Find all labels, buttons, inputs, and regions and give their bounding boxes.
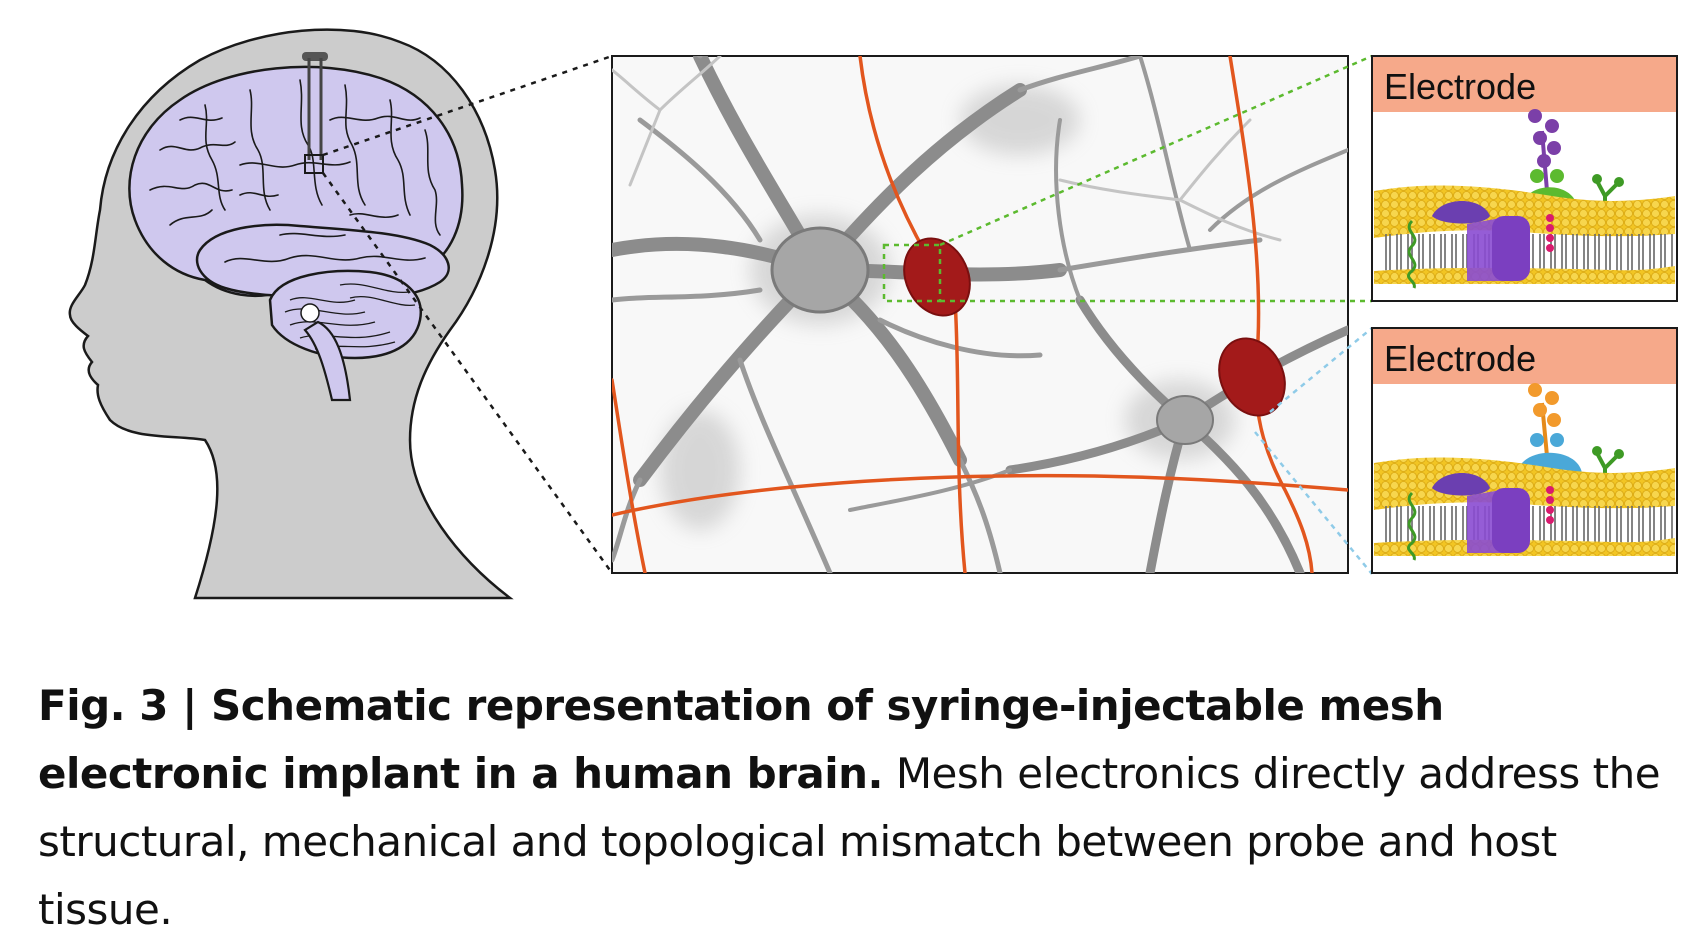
electrode-label: Electrode <box>1384 338 1536 379</box>
cell-membrane <box>1374 457 1675 561</box>
caption-body: Mesh electronics directly address the st… <box>38 749 1661 934</box>
zoom-lines <box>321 54 614 574</box>
brain-stem <box>303 320 352 402</box>
mesh-probe <box>302 52 328 174</box>
electrode-pad-top <box>903 237 971 317</box>
caption-lead: Fig. 3 | Schematic representation of syr… <box>38 681 1444 798</box>
electrode-pad-bottom <box>1218 337 1286 417</box>
electrode-label: Electrode <box>1384 66 1536 107</box>
electrode-bar <box>1373 329 1676 384</box>
electrode-inset-top: Electrode <box>1371 55 1678 302</box>
electrode-inset-bottom: Electrode <box>1371 327 1678 574</box>
head-illustration <box>68 28 514 600</box>
zoom-source-box <box>304 154 324 174</box>
electrode-pads <box>903 237 1286 417</box>
tissue-panel <box>611 55 1349 574</box>
electrode-bar <box>1373 57 1676 112</box>
zoom-lines-green <box>939 54 1373 303</box>
figure: Electrode Electrode <box>68 28 1678 600</box>
cell-membrane <box>1374 185 1675 289</box>
figure-caption: Fig. 3 | Schematic representation of syr… <box>38 672 1668 944</box>
zoom-box-top <box>882 243 942 303</box>
zoom-lines-blue <box>1254 327 1373 575</box>
